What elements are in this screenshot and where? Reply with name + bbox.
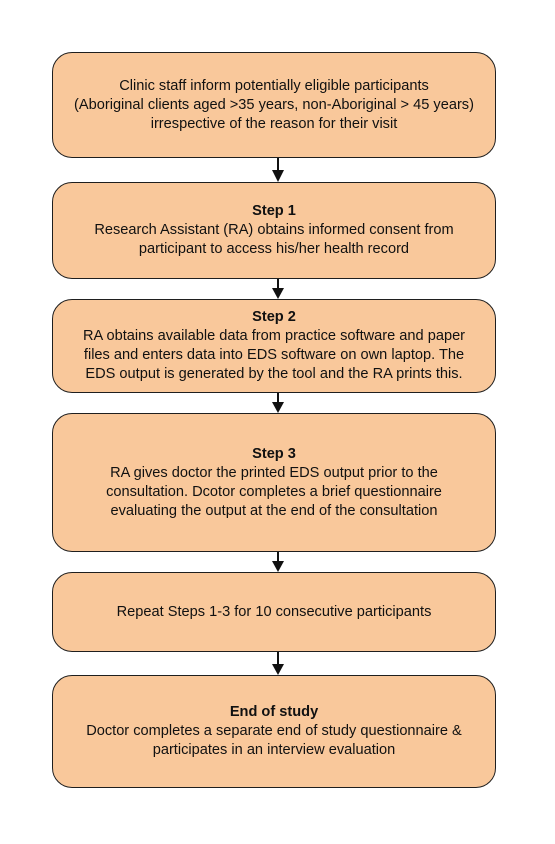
flow-box-end-of-study: End of study Doctor completes a separate… <box>52 675 496 788</box>
repeat-line-1: Repeat Steps 1-3 for 10 consecutive part… <box>116 603 432 620</box>
step-2-line-3: EDS output is generated by the tool and … <box>85 366 463 382</box>
flow-box-step-2: Step 2 RA obtains available data from pr… <box>52 299 496 393</box>
arrow-step-1-to-step-2 <box>272 279 284 299</box>
intro-line-1: Clinic staff inform potentially eligible… <box>119 77 429 94</box>
step-1-line-1: Research Assistant (RA) obtains informed… <box>94 222 454 238</box>
step-1-line-2: participant to access his/her health rec… <box>138 241 410 257</box>
intro-line-2: (Aboriginal clients aged >35 years, non-… <box>74 96 474 113</box>
step-2-title: Step 2 <box>252 309 296 325</box>
flow-box-repeat: Repeat Steps 1-3 for 10 consecutive part… <box>52 572 496 652</box>
step-3-line-2: consultation. Dcotor completes a brief q… <box>106 483 442 500</box>
step-2-line-2: files and enters data into EDS software … <box>83 347 465 363</box>
step-2-line-1: RA obtains available data from practice … <box>82 328 466 344</box>
intro-line-3: irrespective of the reason for their vis… <box>150 115 398 132</box>
flow-box-step-3: Step 3 RA gives doctor the printed EDS o… <box>52 413 496 552</box>
end-of-study-title: End of study <box>229 704 319 720</box>
step-3-line-3: evaluating the output at the end of the … <box>110 502 438 519</box>
end-of-study-line-2: participates in an interview evaluation <box>152 742 396 758</box>
arrow-step-3-to-repeat <box>272 552 284 572</box>
arrow-step-2-to-step-3 <box>272 393 284 413</box>
step-3-line-1: RA gives doctor the printed EDS output p… <box>110 464 438 481</box>
arrow-repeat-to-end <box>272 652 284 675</box>
flow-box-intro: Clinic staff inform potentially eligible… <box>52 52 496 158</box>
end-of-study-line-1: Doctor completes a separate end of study… <box>86 723 462 739</box>
step-3-title: Step 3 <box>252 445 296 462</box>
arrow-intro-to-step-1 <box>272 158 284 182</box>
flow-box-step-1: Step 1 Research Assistant (RA) obtains i… <box>52 182 496 279</box>
step-1-title: Step 1 <box>252 203 296 219</box>
